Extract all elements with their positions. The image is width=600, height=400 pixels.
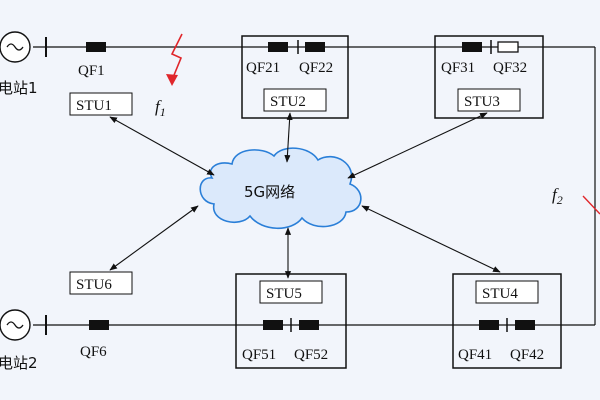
fault-f1-label: f1 [155,97,166,119]
substation2-frame [241,35,349,119]
breaker-qf6 [89,320,109,330]
fault-f2-mark [582,195,600,215]
breaker-qf1-label: QF1 [78,63,105,79]
breaker-qf32 [497,41,519,53]
station1-generator [0,31,47,63]
stu6-box [69,271,133,295]
fault-f2-label: f2 [552,185,563,207]
link-stu3-cloud [347,112,488,179]
substation4-frame [452,273,562,369]
breaker-qf31-label: QF31 [441,60,475,76]
link-stu1-cloud [109,116,215,176]
breaker-qf1 [86,42,106,52]
breaker-qf51-label: QF51 [242,347,276,363]
breaker-qf6-label: QF6 [80,344,107,360]
breaker-qf21 [268,42,288,52]
stu3-label: STU3 [464,94,500,110]
link-stu2-cloud [284,112,293,163]
stu4-box [475,280,539,304]
stu4-label: STU4 [482,286,518,302]
breaker-qf22 [305,42,325,52]
stu1-box [69,92,133,116]
breaker-qf52-label: QF52 [294,347,328,363]
breaker-qf52 [299,320,319,330]
stu5-box [259,280,323,304]
breaker-qf32-label: QF32 [493,60,527,76]
substation3-frame [434,35,544,119]
breaker-qf31 [462,42,482,52]
station2-label: 电站2 [0,354,38,372]
5g-network-cloud [199,147,362,229]
station2-generator [0,309,47,341]
link-stu6-cloud [109,205,199,271]
network-label: 5G网络 [244,183,295,201]
breaker-qf41-label: QF41 [458,347,492,363]
link-stu4-cloud [361,205,501,273]
breaker-qf51 [263,320,283,330]
station1-label: 电站1 [0,79,38,97]
breaker-qf41 [479,320,499,330]
stu1-label: STU1 [76,98,112,114]
breaker-qf42 [515,320,535,330]
breaker-qf22-label: QF22 [299,60,333,76]
stu6-label: STU6 [76,277,112,293]
breaker-qf21-label: QF21 [246,60,280,76]
fault-f1-lightning [170,33,183,81]
stu5-label: STU5 [266,286,302,302]
stu2-box [263,88,327,112]
stu2-label: STU2 [270,94,306,110]
stu3-box [457,88,521,112]
breaker-qf42-label: QF42 [510,347,544,363]
